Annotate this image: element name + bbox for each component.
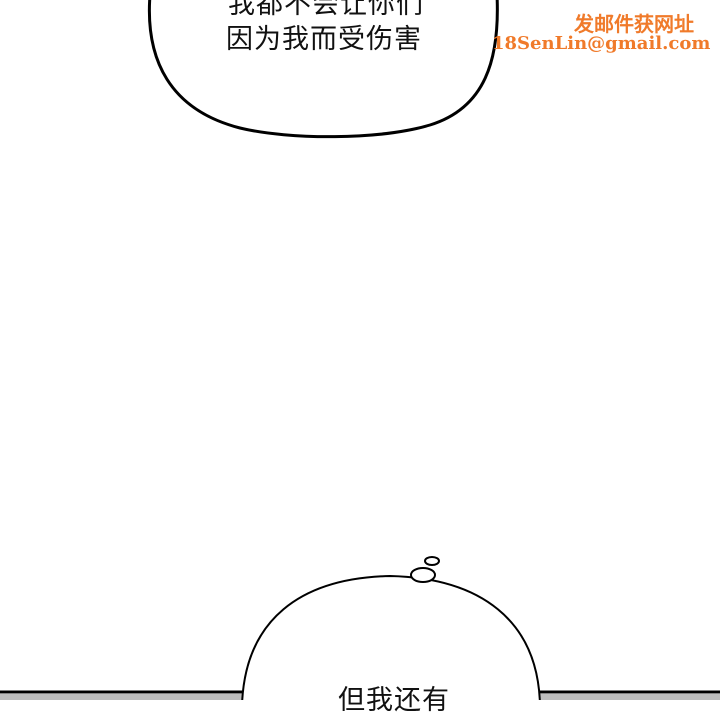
bottom-bubble-line-1: 但我还有	[338, 685, 450, 716]
comic-panel-art	[0, 0, 720, 700]
top-bubble-line-2: 因为我而受伤害	[226, 24, 422, 55]
top-bubble-line-1: 我都不会让你们	[228, 0, 424, 20]
watermark-line-2: 18SenLin@gmail.com	[492, 33, 711, 54]
top-speech-bubble	[147, 0, 499, 139]
thought-bubble-small	[410, 567, 436, 583]
thought-bubble-tiny	[424, 556, 440, 566]
watermark-line-1: 发邮件获网址	[574, 12, 694, 36]
bottom-speech-bubble	[241, 574, 541, 700]
